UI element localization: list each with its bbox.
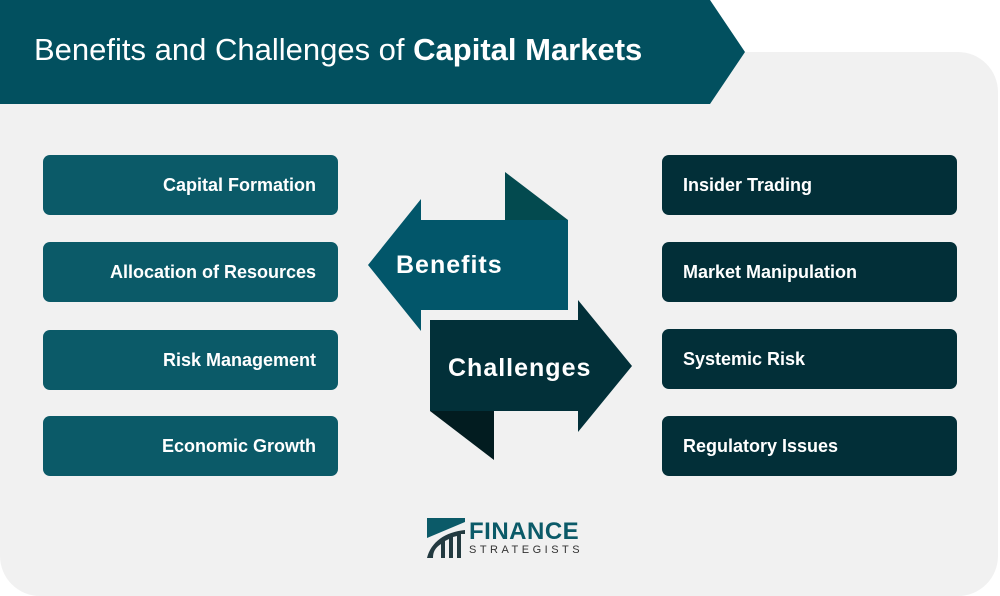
challenge-item: Regulatory Issues [662,416,957,476]
benefits-label: Benefits [396,251,503,279]
logo-icon [427,518,465,558]
challenge-item: Insider Trading [662,155,957,215]
benefits-fold [505,172,568,220]
benefits-arrow [368,199,568,331]
benefit-item: Allocation of Resources [43,242,338,302]
page-title: Benefits and Challenges of Capital Marke… [34,32,642,68]
challenges-label: Challenges [448,354,591,382]
title-bold: Capital Markets [413,32,643,67]
title-banner [0,0,745,104]
logo-line1: FINANCE [469,517,580,545]
title-regular: Benefits and Challenges of [34,32,414,67]
benefit-item: Risk Management [43,330,338,390]
challenges-fold [430,411,494,460]
challenge-item: Market Manipulation [662,242,957,302]
challenge-item: Systemic Risk [662,329,957,389]
benefit-item: Capital Formation [43,155,338,215]
finance-strategists-logo: FINANCE STRATEGISTS [425,518,583,558]
challenges-arrow [430,300,632,432]
logo-line2: STRATEGISTS [469,543,584,556]
benefit-item: Economic Growth [43,416,338,476]
